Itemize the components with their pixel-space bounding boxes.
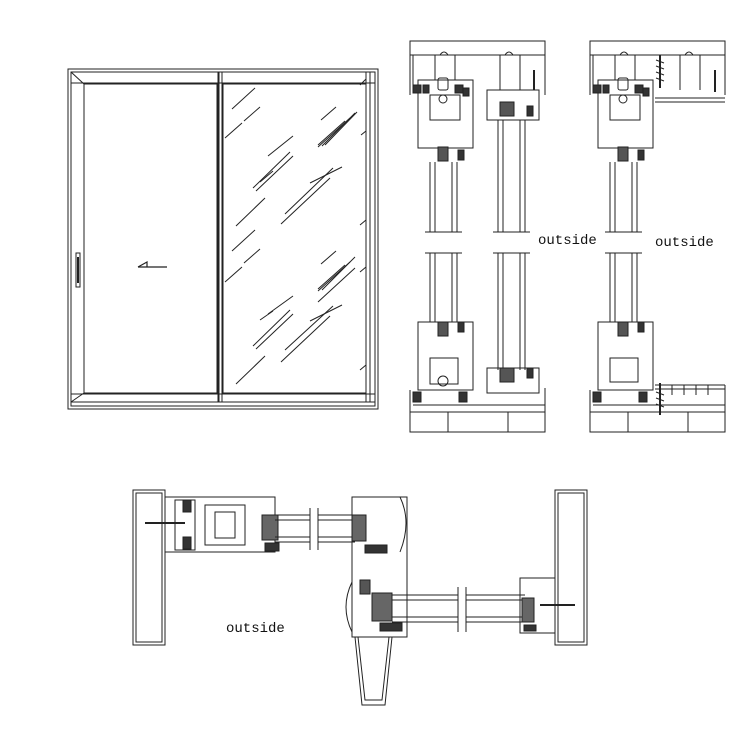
slide-direction-arrow-icon — [137, 260, 167, 268]
vertical-section-a — [409, 40, 546, 433]
handle-icon — [75, 252, 81, 288]
glass-reflection-hatch — [224, 78, 367, 385]
outside-label-section-b: outside — [655, 235, 714, 251]
vertical-section-b — [589, 40, 726, 433]
horizontal-section — [132, 489, 588, 706]
outside-label-section-a: outside — [538, 233, 597, 249]
outside-label-horizontal-section: outside — [226, 621, 285, 637]
